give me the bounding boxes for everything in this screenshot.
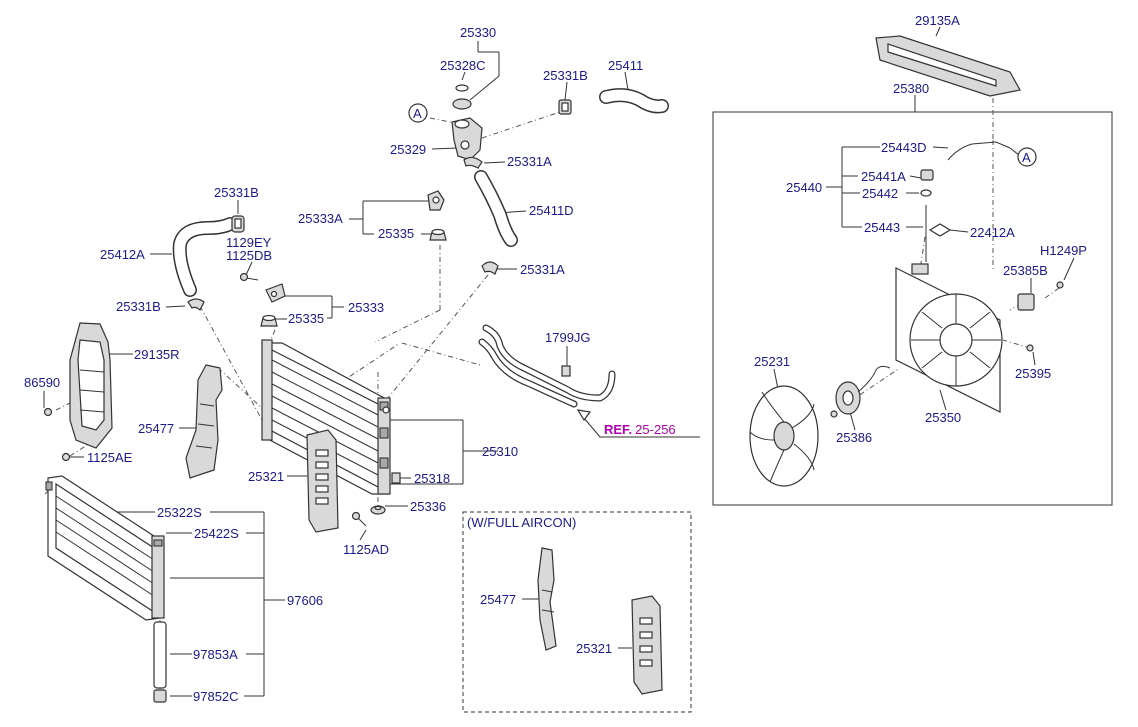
air-guide-25321-aircon [631,595,663,695]
aircon-variant-title: (W/FULL AIRCON) [467,515,576,530]
label-29135R: 29135R [134,347,180,362]
label-25328C: 25328C [440,58,486,73]
callout-A-top-text: A [413,106,422,121]
label-25322S: 25322S [157,505,202,520]
ref-label: REF.25-256 [604,422,676,437]
bolt-1125DB [239,272,259,282]
label-25422S: 25422S [194,526,239,541]
air-duct-29135R [69,322,113,449]
label-25335-low: 25335 [288,311,324,326]
filler-neck-25329 [451,117,483,161]
label-25477-main: 25477 [138,421,174,436]
label-1799JG: 1799JG [545,330,591,345]
label-25333A: 25333A [298,211,343,226]
callout-A-right [1009,147,1037,167]
label-25335-top: 25335 [378,226,414,241]
label-25350: 25350 [925,410,961,425]
ref-number: 25-256 [635,422,675,437]
label-25321-aircon: 25321 [576,641,612,656]
air-guide-25477-main [185,364,223,479]
fan-shroud-assembly-frame [712,111,1113,506]
callout-A-right-text: A [1022,150,1031,165]
label-25386: 25386 [836,430,872,445]
label-25441A: 25441A [861,169,906,184]
label-97853A: 97853A [193,647,238,662]
air-guide-25321-main [306,429,339,533]
condenser-97606 [45,475,165,621]
label-25331B-top: 25331B [543,68,588,83]
clip-25331B-top [558,99,572,115]
label-22412A: 22412A [970,225,1015,240]
label-1129EY: 1129EY [226,235,272,250]
fan-25231 [749,385,819,487]
label-25333: 25333 [348,300,384,315]
label-97606: 97606 [287,593,323,608]
bolt-86590 [43,407,53,417]
label-25477-aircon: 25477 [480,592,516,607]
label-1125DB: 1125DB [226,248,272,263]
clip-25331B-low [187,298,205,312]
label-25443D: 25443D [881,140,927,155]
callout-A-top [408,103,428,123]
hose-25412A [172,217,237,297]
label-H1249P: H1249P [1040,243,1087,258]
full-aircon-variant-frame [462,511,692,713]
radiator-25310 [261,339,391,495]
drain-plug-25318 [391,472,401,484]
label-25331A-mid: 25331A [520,262,565,277]
label-25440: 25440 [786,180,822,195]
label-25331B-left: 25331B [214,185,259,200]
radiator-cap-25330 [452,84,472,110]
label-25442: 25442 [862,186,898,201]
receiver-drier-97853A [153,621,167,689]
label-86590: 86590 [24,375,60,390]
label-25330: 25330 [460,25,496,40]
resistor-25385B [1017,293,1035,311]
label-1125AE: 1125AE [87,450,133,465]
clip-25331A-mid [481,261,499,275]
clip-25331A-top [463,156,483,169]
ref-prefix: REF. [604,422,632,437]
bracket-25333A [427,190,445,211]
screw-H1249P [1056,281,1064,289]
grommet-25335-low [260,314,278,327]
screw-25395 [1026,344,1034,352]
motor-25386 [830,365,891,418]
insulator-25336 [370,505,386,515]
label-25336: 25336 [410,499,446,514]
label-25329: 25329 [390,142,426,157]
callout-leader-lines [43,26,1075,697]
bolt-1125AD [351,511,367,527]
harness-25443D [920,141,1011,262]
label-25231: 25231 [754,354,790,369]
label-25395: 25395 [1015,366,1051,381]
label-25411: 25411 [608,58,643,73]
label-25411D: 25411D [529,203,574,218]
label-25385B: 25385B [1003,263,1048,278]
label-25318: 25318 [414,471,450,486]
label-97852C: 97852C [193,689,239,704]
label-25331A-top: 25331A [507,154,552,169]
grommet-25335-top [429,228,447,241]
plug-97852C [153,689,167,703]
label-25443: 25443 [864,220,900,235]
cover-29135A [875,35,1021,97]
label-1125AD: 1125AD [343,542,389,557]
hose-25411D [474,170,518,247]
air-guide-25477-aircon [537,547,557,651]
label-29135A: 29135A [915,13,960,28]
clip-25331B-left [231,215,245,233]
hose-25411 [599,88,669,114]
label-25321-main: 25321 [248,469,284,484]
label-25310: 25310 [482,444,518,459]
oil-cooler-line-1799JG [478,324,616,408]
fan-shroud-25350 [895,263,1003,413]
label-25331B-low: 25331B [116,299,161,314]
bracket-25333 [265,283,286,303]
label-25412A: 25412A [100,247,145,262]
label-25380: 25380 [893,81,929,96]
bolt-1125AE [61,452,71,462]
ref-arrow [576,409,601,438]
